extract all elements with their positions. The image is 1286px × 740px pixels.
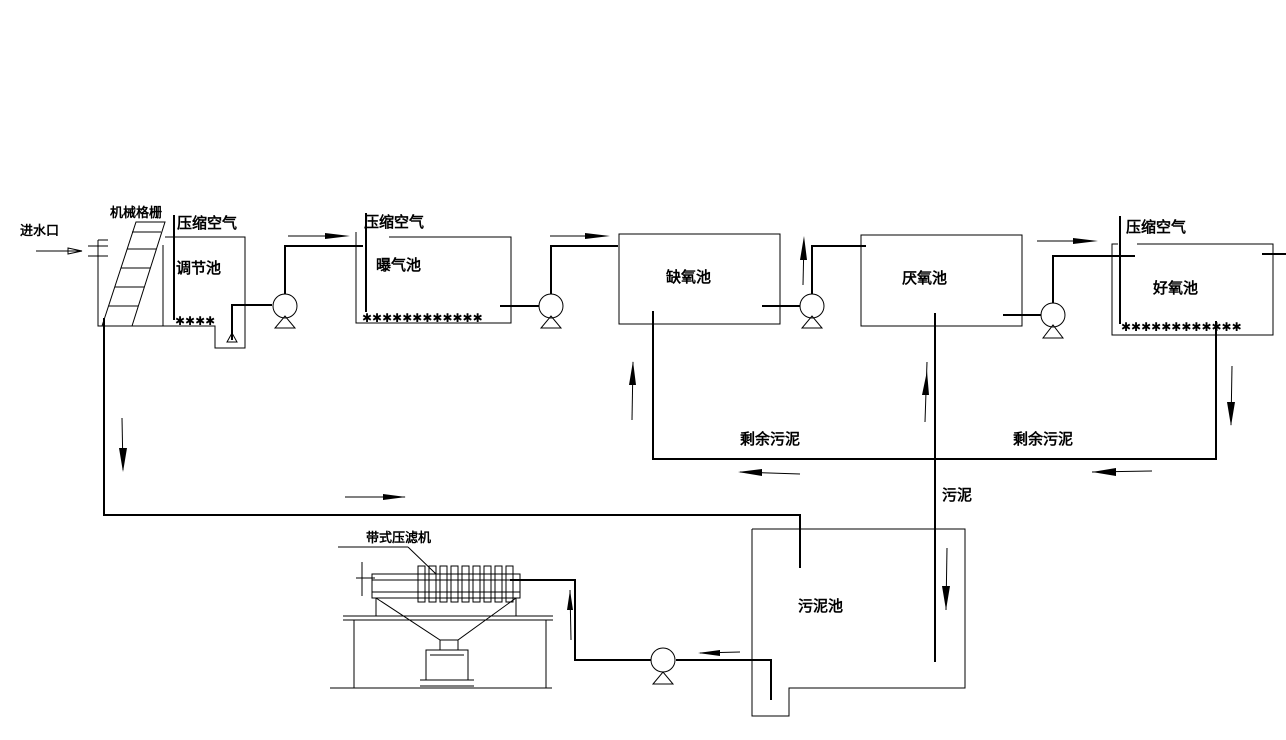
flow-arrow-2 (550, 233, 610, 239)
flow-arrow-left-3 (698, 650, 741, 656)
flow-arrow-up-1 (800, 236, 807, 286)
screen-label: 机械格栅 (110, 205, 162, 221)
pump-3 (762, 245, 866, 329)
sludge-tank-label: 污泥池 (798, 597, 843, 615)
flow-arrow-up-4 (567, 589, 573, 641)
excess-sludge-label-1: 剩余污泥 (740, 430, 800, 448)
pump-2 (500, 245, 618, 329)
compressed-air-label-1: 压缩空气 (177, 214, 237, 232)
diffusers-2: ✱✱✱✱✱✱✱✱✱✱✱✱ (362, 311, 483, 325)
aeration-tank-label: 曝气池 (376, 256, 421, 274)
flow-arrow-3 (1037, 238, 1098, 244)
anaerobic-tank (860, 234, 1023, 327)
aerobic-tank (1111, 243, 1274, 336)
flow-arrow-left-1 (738, 469, 801, 476)
press-plates (417, 565, 514, 603)
mechanical-screen (101, 221, 166, 327)
flow-arrow-up-2 (629, 361, 636, 421)
diffusers-1: ✱✱✱✱ (175, 314, 215, 328)
sludge-label: 污泥 (942, 486, 972, 504)
flow-arrow-left-2 (1091, 468, 1153, 476)
equalization-tank (97, 236, 246, 349)
aerobic-tank-label: 好氧池 (1152, 279, 1198, 297)
sludge-tank (751, 528, 966, 717)
filter-press-label: 带式压滤机 (366, 530, 431, 546)
pump-4 (1003, 255, 1135, 339)
screenings-pipe (103, 318, 801, 568)
inlet-label: 进水口 (20, 223, 59, 239)
flow-arrow-up-3 (922, 361, 929, 423)
compressed-air-label-3: 压缩空气 (1126, 218, 1186, 236)
belt-filter-press (330, 546, 553, 689)
inlet-arrow (36, 245, 108, 257)
anoxic-tank (618, 233, 781, 325)
anaerobic-tank-label: 厌氧池 (902, 269, 947, 287)
flow-arrow-down-3 (119, 417, 127, 472)
pump-5 (510, 579, 772, 700)
pump-1 (226, 245, 363, 343)
flow-arrow-right-1 (345, 494, 406, 500)
flow-arrow-down-2 (942, 547, 950, 611)
equalization-tank-label: 调节池 (176, 259, 221, 277)
aeration-tank (355, 232, 512, 324)
excess-sludge-label-2: 剩余污泥 (1013, 430, 1073, 448)
flow-arrow-down-1 (1227, 365, 1235, 426)
diffusers-3: ✱✱✱✱✱✱✱✱✱✱✱✱ (1121, 320, 1242, 334)
anoxic-tank-label: 缺氧池 (665, 268, 711, 286)
flow-arrow-1 (288, 233, 350, 239)
compressed-air-label-2: 压缩空气 (364, 213, 424, 231)
